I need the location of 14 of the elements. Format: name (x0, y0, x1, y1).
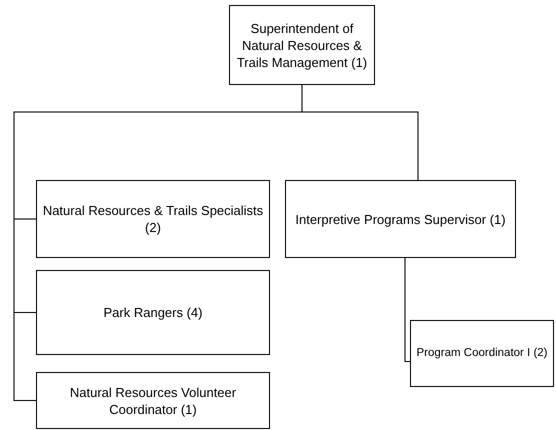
position-box (229, 5, 375, 85)
position-title: Park Rangers (4) (104, 304, 202, 321)
position-box (36, 180, 270, 258)
position-box (36, 270, 270, 355)
position-title: Interpretive Programs Supervisor (1) (295, 210, 506, 228)
position-title: Superintendent of Natural Resources & Trails Management (1) (236, 20, 368, 70)
position-box (285, 180, 516, 258)
position-box (36, 372, 270, 429)
connector-line (404, 258, 410, 362)
position-box (410, 320, 554, 387)
connector-line (302, 84, 418, 180)
position-title: Natural Resources Volunteer Coordinator (1) (68, 384, 238, 418)
position-title: Program Coordinator I (2) (416, 346, 548, 361)
position-title: Natural Resources & Trails Specialists (2) (42, 202, 264, 236)
